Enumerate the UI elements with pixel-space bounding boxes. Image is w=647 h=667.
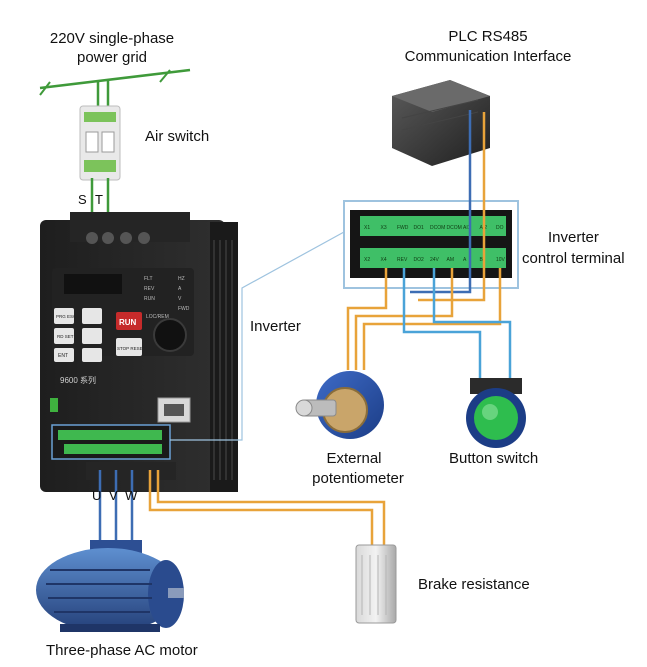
input-t-label: T [95, 192, 103, 207]
plc-wires [410, 110, 486, 302]
terminal-label: X2 [364, 257, 370, 263]
potentiometer-label-line2: potentiometer [312, 470, 404, 487]
plc-module [392, 80, 490, 166]
button-switch-device [466, 378, 526, 448]
terminal-label: X4 [381, 257, 387, 263]
series-label: 9600 系列 [60, 375, 96, 385]
input-s-label: S [78, 192, 87, 207]
air-switch [79, 105, 121, 181]
motor [36, 540, 184, 632]
potentiometer-wires [346, 268, 502, 370]
status-rev: REV [144, 286, 155, 292]
terminal-label: DO2 [414, 257, 425, 263]
terminal-label: DCOM [430, 225, 445, 231]
potentiometer-label-line1: External [326, 450, 382, 467]
output-v-label: V [109, 488, 118, 503]
terminal-bottom-row: X2 X4 REV DO2 24V AM A B 10V [364, 257, 506, 263]
brake-wires [148, 470, 386, 545]
key-stop-reset: STOP RESET [117, 346, 146, 351]
terminal-label: FWD [397, 225, 409, 231]
status-hz: HZ [178, 276, 185, 282]
plc-label-line1: PLC RS485 [448, 28, 528, 45]
terminal-label: X3 [381, 225, 387, 231]
plc-label-line2: Communication Interface [404, 48, 572, 65]
motor-wires [98, 470, 134, 545]
terminal-label: AM [447, 257, 455, 263]
terminal-label: B [480, 257, 484, 263]
status-flt: FLT [144, 276, 153, 282]
air-switch-label: Air switch [145, 128, 210, 145]
output-u-label: U [92, 488, 101, 503]
status-run: RUN [144, 296, 155, 302]
terminal-label: A [463, 257, 467, 263]
terminal-label: 10V [496, 257, 506, 263]
terminal-label: 24V [430, 257, 440, 263]
key-loc-rem: LOC/REM [146, 314, 169, 320]
key-run: RUN [119, 318, 137, 327]
status-a: A [178, 286, 182, 292]
callout-leader-line [170, 231, 345, 441]
output-w-label: W [125, 488, 138, 503]
power-grid-symbol [39, 68, 191, 108]
brake-resistor [355, 544, 397, 624]
terminal-label: DCOM [447, 225, 462, 231]
power-grid-label-line1: 220V single-phase [49, 30, 175, 47]
power-grid-label-line2: power grid [76, 49, 148, 66]
potentiometer [295, 371, 384, 439]
key-rd-set: RD SET [57, 334, 74, 339]
key-prg-esc: PRG ESC [56, 314, 77, 319]
inverter-label: Inverter [250, 318, 301, 335]
terminal-label: DO1 [414, 225, 425, 231]
button-switch-label: Button switch [449, 450, 539, 467]
button-switch-wires [402, 268, 512, 380]
terminal-label: X1 [364, 225, 370, 231]
status-v: V [178, 296, 182, 302]
terminal-label: DO [496, 225, 504, 231]
brake-resistance-label: Brake resistance [418, 576, 530, 593]
terminal-label-line2: control terminal [522, 250, 625, 267]
terminal-label-line1: Inverter [548, 229, 599, 246]
control-terminal-callout [343, 200, 519, 289]
motor-label: Three-phase AC motor [46, 642, 198, 659]
inverter-body [40, 212, 238, 492]
terminal-label: AI1 [463, 225, 471, 231]
key-ent: ENT [58, 353, 68, 359]
status-fwd: FWD [178, 306, 190, 312]
terminal-label: REV [397, 257, 408, 263]
